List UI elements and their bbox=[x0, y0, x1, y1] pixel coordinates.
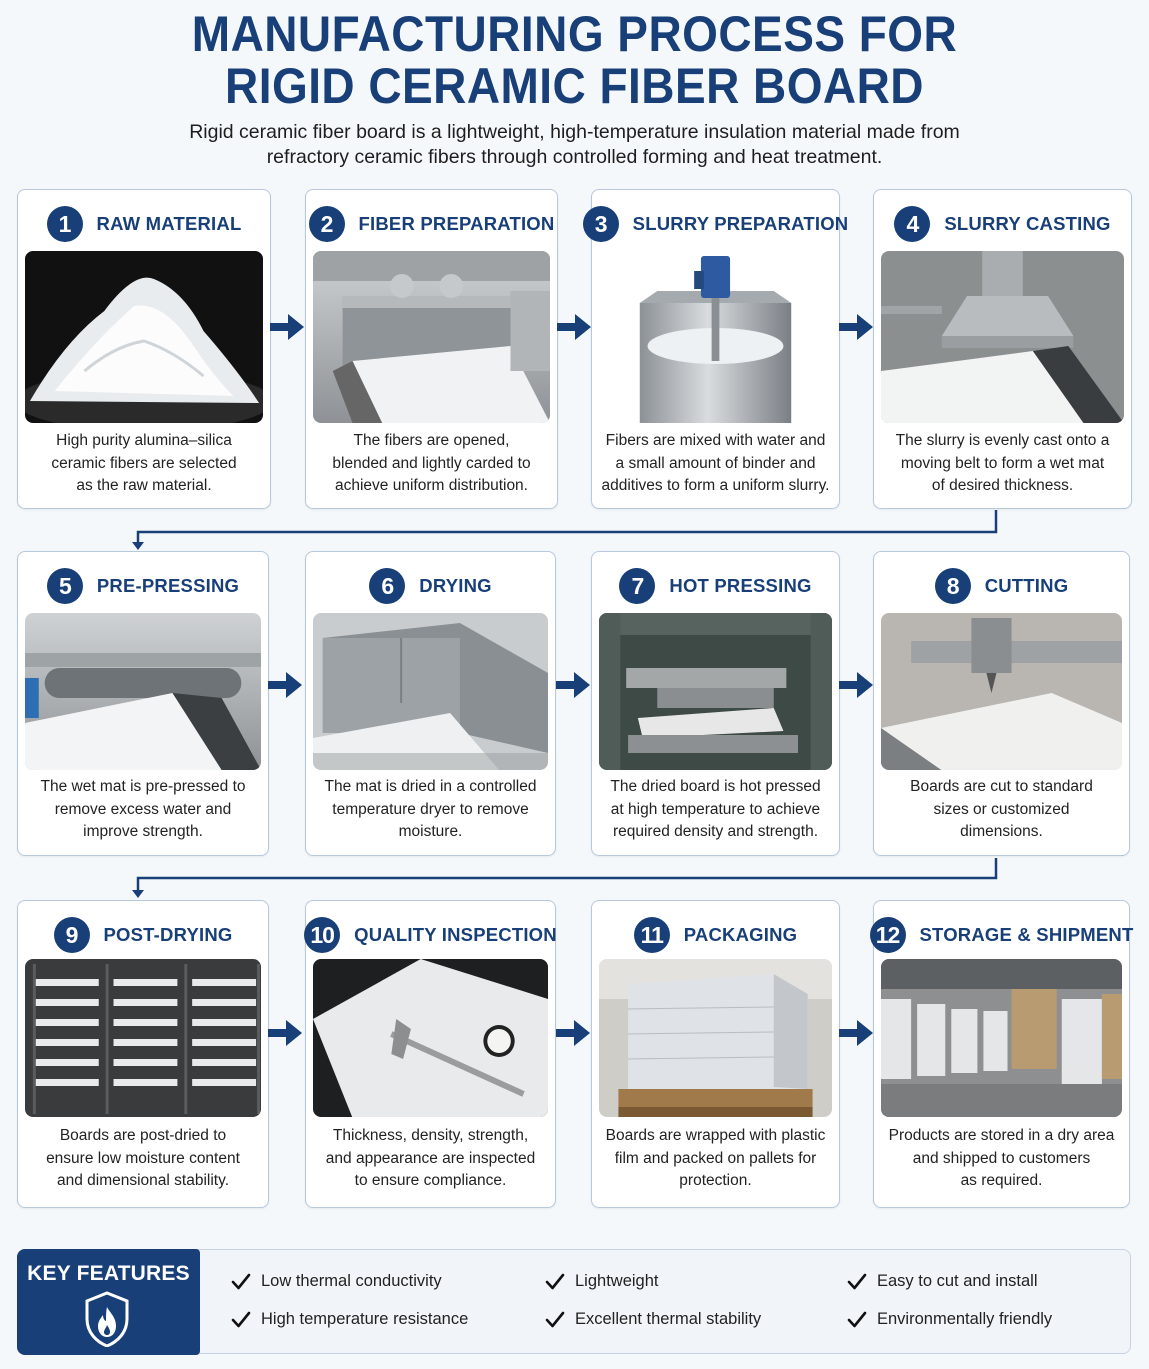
step-card-4: 4 SLURRY CASTING The slurry is evenly cas… bbox=[873, 189, 1132, 509]
arrow-right-icon bbox=[839, 313, 873, 341]
warehouse-photo bbox=[881, 959, 1122, 1117]
step-card-5: 5 PRE-PRESSING The wet mat is pre-pressed… bbox=[17, 551, 269, 856]
step-number-badge: 2 bbox=[308, 206, 345, 242]
step-title: SLURRY PREPARATION bbox=[632, 213, 849, 234]
key-features-panel: KEY FEATURES Low thermal conductivity Hi… bbox=[17, 1249, 1131, 1355]
check-icon bbox=[847, 1311, 867, 1329]
step-title: SLURRY CASTING bbox=[944, 213, 1111, 234]
flow-connector-2 bbox=[132, 858, 998, 898]
feature-item: Excellent thermal stability bbox=[545, 1310, 761, 1329]
step-description: Boards are cut to standard sizes or cust… bbox=[910, 778, 1093, 840]
step-description: Fibers are mixed with water and a small … bbox=[601, 432, 830, 494]
roller-press-photo bbox=[25, 613, 261, 770]
key-features-label-box: KEY FEATURES bbox=[17, 1249, 200, 1355]
step-number-badge: 8 bbox=[934, 568, 971, 604]
arrow-right-icon bbox=[268, 671, 302, 699]
step-card-2: 2 FIBER PREPARATION The fibers are opened… bbox=[305, 189, 558, 509]
step-number-badge: 12 bbox=[869, 917, 906, 953]
page-title: MANUFACTURING PROCESS FOR RIGID CERAMIC … bbox=[46, 8, 1103, 112]
arrow-right-icon bbox=[556, 1019, 590, 1047]
key-features-title: KEY FEATURES bbox=[27, 1262, 190, 1285]
step-title: POST-DRYING bbox=[103, 924, 233, 945]
step-number-badge: 7 bbox=[619, 568, 656, 604]
raw-fiber-photo bbox=[25, 251, 263, 423]
step-description: Boards are post-dried to ensure low mois… bbox=[46, 1127, 240, 1189]
step-title: STORAGE & SHIPMENT bbox=[919, 924, 1134, 945]
step-number-badge: 3 bbox=[582, 206, 619, 242]
step-number-badge: 6 bbox=[369, 568, 406, 604]
step-description: The mat is dried in a controlled tempera… bbox=[324, 778, 537, 840]
feature-item: High temperature resistance bbox=[231, 1310, 468, 1329]
step-description: Boards are wrapped with plastic film and… bbox=[605, 1127, 826, 1189]
step-number-badge: 5 bbox=[46, 568, 83, 604]
arrow-right-icon bbox=[557, 313, 591, 341]
step-card-12: 12 STORAGE & SHIPMENT Products are stored… bbox=[869, 900, 1133, 1208]
step-title: HOT PRESSING bbox=[669, 575, 812, 596]
step-card-3: 3 SLURRY PREPARATION Fibers are mixed wit… bbox=[582, 189, 848, 509]
arrow-right-icon bbox=[839, 1019, 873, 1047]
step-description: The fibers are opened, blended and light… bbox=[332, 432, 531, 494]
feature-item: Lightweight bbox=[545, 1272, 658, 1291]
drying-racks-photo bbox=[25, 959, 261, 1117]
page-subtitle: Rigid ceramic fiber board is a lightweig… bbox=[0, 120, 1149, 170]
quality-inspection-photo bbox=[313, 959, 548, 1117]
feature-item: Easy to cut and install bbox=[847, 1272, 1038, 1291]
step-number-badge: 4 bbox=[894, 206, 931, 242]
step-number-badge: 11 bbox=[633, 917, 670, 953]
check-icon bbox=[545, 1311, 565, 1329]
packaging-photo bbox=[599, 959, 832, 1117]
feature-item: Low thermal conductivity bbox=[231, 1272, 442, 1291]
check-icon bbox=[847, 1273, 867, 1291]
step-card-8: 8 CUTTING Boards are cut to standard size… bbox=[873, 551, 1130, 856]
check-icon bbox=[231, 1311, 251, 1329]
step-description: Thickness, density, strength, and appear… bbox=[325, 1127, 536, 1189]
subtitle-line-2: refractory ceramic fibers through contro… bbox=[266, 146, 883, 168]
step-card-10: 10 QUALITY INSPECTION Thickness, density,… bbox=[304, 900, 557, 1208]
step-title: FIBER PREPARATION bbox=[358, 213, 555, 234]
subtitle-line-1: Rigid ceramic fiber board is a lightweig… bbox=[189, 121, 960, 143]
step-title: PRE-PRESSING bbox=[96, 575, 240, 596]
step-number-badge: 1 bbox=[46, 206, 83, 242]
step-card-1: 1 RAW MATERIAL High purity alumina–silica… bbox=[17, 189, 271, 509]
step-card-7: 7 HOT PRESSING The dried board is hot pre… bbox=[591, 551, 840, 856]
mixing-tank-photo bbox=[599, 251, 832, 423]
check-icon bbox=[545, 1273, 565, 1291]
title-line-2: RIGID CERAMIC FIBER BOARD bbox=[225, 58, 924, 114]
step-number-badge: 10 bbox=[304, 917, 341, 953]
step-title: DRYING bbox=[419, 575, 492, 596]
step-description: High purity alumina–silica ceramic fiber… bbox=[51, 432, 237, 494]
step-title: RAW MATERIAL bbox=[96, 213, 242, 234]
step-description: Products are stored in a dry area and sh… bbox=[888, 1127, 1115, 1189]
step-title: PACKAGING bbox=[683, 924, 798, 945]
step-title: CUTTING bbox=[984, 575, 1069, 596]
step-description: The slurry is evenly cast onto a moving … bbox=[895, 432, 1110, 494]
tunnel-dryer-photo bbox=[313, 613, 548, 770]
feature-item: Environmentally friendly bbox=[847, 1310, 1052, 1329]
carding-machine-photo bbox=[313, 251, 550, 423]
step-description: The dried board is hot pressed at high t… bbox=[610, 778, 821, 840]
arrow-right-icon bbox=[268, 1019, 302, 1047]
step-title: QUALITY INSPECTION bbox=[354, 924, 557, 945]
step-card-9: 9 POST-DRYING Boards are post-dried to en… bbox=[17, 900, 269, 1208]
arrow-right-icon bbox=[556, 671, 590, 699]
flow-connector-1 bbox=[132, 510, 998, 550]
cnc-cutter-photo bbox=[881, 613, 1122, 770]
fire-shield-icon bbox=[85, 1291, 129, 1347]
step-card-6: 6 DRYING The mat is dried in a controlled… bbox=[305, 551, 556, 856]
check-icon bbox=[231, 1273, 251, 1291]
slurry-casting-photo bbox=[881, 251, 1124, 423]
step-card-11: 11 PACKAGING Boards are wrapped with plas… bbox=[591, 900, 840, 1208]
hot-press-photo bbox=[599, 613, 832, 770]
title-line-1: MANUFACTURING PROCESS FOR bbox=[191, 6, 958, 62]
arrow-right-icon bbox=[270, 313, 304, 341]
step-description: The wet mat is pre-pressed to remove exc… bbox=[40, 778, 246, 840]
step-number-badge: 9 bbox=[53, 917, 90, 953]
arrow-right-icon bbox=[839, 671, 873, 699]
